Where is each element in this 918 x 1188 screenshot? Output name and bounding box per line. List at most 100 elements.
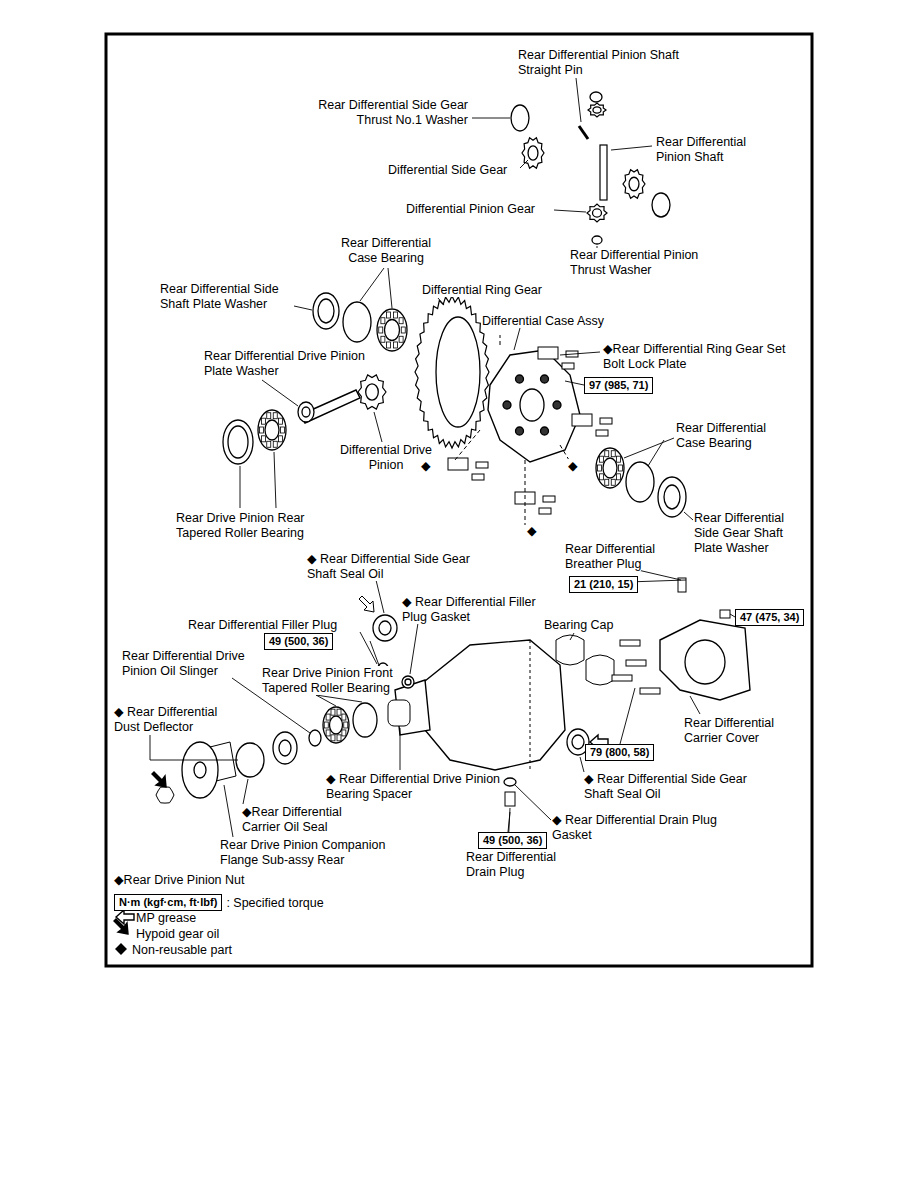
bolt-lock-plate xyxy=(538,347,558,359)
label-text: ◆ Rear Differential Filler Plug Gasket xyxy=(402,595,536,624)
leader-line xyxy=(262,380,298,406)
torque-box: 49 (500, 36) xyxy=(478,832,547,849)
label-text: Bearing Cap xyxy=(544,618,614,632)
seal-bore xyxy=(572,735,584,749)
torque-box: 79 (800, 58) xyxy=(585,744,654,761)
part-label: ◆ Rear Differential Side Gear Shaft Seal… xyxy=(584,772,762,802)
rear-tapered-roller-bearing-roller xyxy=(281,427,285,433)
leader-line xyxy=(624,438,674,458)
leader-line xyxy=(560,352,600,355)
label-text: Rear Differential Case Bearing xyxy=(676,421,766,450)
label-text: ◆Rear Differential Ring Gear Set Bolt Lo… xyxy=(603,342,785,371)
seal-bore xyxy=(279,740,291,756)
label-text: Rear Differential Pinion Shaft Straight … xyxy=(518,48,679,77)
gasket-bore xyxy=(405,679,411,685)
non-reusable-mark: ◆ xyxy=(568,459,582,474)
case-bearing-roller xyxy=(605,479,609,485)
label-text: Rear Differential Pinion Thrust Washer xyxy=(570,248,698,277)
leader-line xyxy=(374,412,382,442)
frame-border xyxy=(106,34,812,966)
rear-tapered-roller-bearing-roller xyxy=(260,427,264,433)
torque-value: 49 (500, 36) xyxy=(269,635,328,647)
leader-line xyxy=(520,160,528,168)
label-text: ◆ Rear Differential Side Gear Shaft Seal… xyxy=(307,552,470,581)
side-gear-hub xyxy=(528,146,538,160)
case-bearing-roller xyxy=(393,342,397,348)
part-label: Rear Differential Side Shaft Plate Washe… xyxy=(160,282,296,312)
leader-line xyxy=(243,779,248,804)
label-text: Rear Drive Pinion Front Tapered Roller B… xyxy=(262,666,393,695)
torque-value: 21 (210, 15) xyxy=(574,578,633,590)
front-tapered-roller-bearing-bore xyxy=(330,716,343,734)
bolt-lock-plate xyxy=(572,414,592,426)
pinion-gear-small-hub xyxy=(593,107,601,113)
dust-deflector xyxy=(236,743,264,777)
ring-gear-bolt xyxy=(596,430,608,436)
front-tapered-roller-bearing-roller xyxy=(331,735,335,741)
part-label: Rear Differential Drain Plug xyxy=(466,850,578,880)
legend-text: MP grease xyxy=(136,911,196,925)
part-label: ◆Rear Differential Carrier Oil Seal xyxy=(242,805,367,835)
case-bearing-bore xyxy=(603,458,617,478)
case-bearing-roller xyxy=(616,474,620,480)
ring-gear-bolt xyxy=(539,508,551,514)
torque-box: 97 (985, 71) xyxy=(584,377,653,394)
side-gear-shaft-plate-washer xyxy=(658,477,686,517)
cover-ribs xyxy=(685,640,725,684)
legend-text: Non-reusable part xyxy=(132,943,232,957)
bearing-cup xyxy=(626,462,654,502)
legend-text: : Specified torque xyxy=(226,896,323,910)
part-label: Differential Pinion Gear xyxy=(406,202,561,217)
non-reusable-mark: ◆ xyxy=(527,524,541,539)
leader-line xyxy=(554,210,586,212)
legend-entry: : Specified torque xyxy=(226,896,323,911)
label-text: Rear Differential Drive Pinion Plate Was… xyxy=(204,349,365,378)
pinion-shaft xyxy=(600,145,607,200)
leader-line xyxy=(580,757,584,772)
side-gear-thrust-washer xyxy=(652,193,670,217)
thrust-washer xyxy=(590,92,602,102)
case-bearing-roller xyxy=(619,465,623,471)
rear-tapered-roller-bearing-bore xyxy=(265,420,279,440)
bearing-cup xyxy=(343,302,371,342)
case-bearing-roller xyxy=(605,451,609,457)
differential-carrier xyxy=(420,640,565,770)
legend-entry: Non-reusable part xyxy=(132,943,232,958)
label-text: ◆ xyxy=(568,459,578,473)
part-label: Rear Drive Pinion Companion Flange Sub-a… xyxy=(220,838,410,868)
case-bolt-hole xyxy=(516,427,524,435)
label-text: Rear Differential Drive Pinion Oil Sling… xyxy=(122,649,245,678)
non-reusable-mark: ◆ xyxy=(421,459,435,474)
case-bearing-roller xyxy=(399,336,403,342)
case-bearing-roller xyxy=(381,336,385,342)
assembly-guide-line xyxy=(530,640,531,770)
case-bearing-bore xyxy=(385,320,400,341)
torque-value: 49 (500, 36) xyxy=(483,834,542,846)
ring-gear-bolt xyxy=(543,496,555,502)
assembly-guide-line xyxy=(455,335,575,525)
legend-entry: Hypoid gear oil xyxy=(136,927,219,942)
drive-pinion-gear-hub xyxy=(366,384,379,400)
legend-entry: MP grease xyxy=(136,911,196,926)
rear-tapered-roller-bearing-roller xyxy=(262,418,266,424)
label-text: ◆ Rear Differential Drive Pinion Bearing… xyxy=(326,772,500,801)
leader-line xyxy=(690,696,700,714)
leader-line xyxy=(274,452,276,508)
part-label: Rear Differential Side Gear Thrust No.1 … xyxy=(296,98,468,128)
leader-line xyxy=(514,784,551,820)
drive-pinion-gear xyxy=(358,375,386,409)
washer-bore xyxy=(318,299,334,323)
label-text: Differential Pinion Gear xyxy=(406,202,535,216)
part-label: Rear Differential Drive Pinion Oil Sling… xyxy=(122,649,274,679)
label-text: Rear Differential Carrier Cover xyxy=(684,716,774,745)
leader-line xyxy=(240,466,241,508)
leader-line xyxy=(316,695,362,702)
case-bolt-hole xyxy=(503,401,511,409)
case-bearing-roller xyxy=(379,327,383,333)
part-label: Differential Case Assy xyxy=(482,314,632,329)
part-label: Rear Differential Pinion Shaft Straight … xyxy=(518,48,683,78)
case-bearing-roller xyxy=(387,312,391,318)
pinion-thrust-washer xyxy=(592,236,602,244)
drive-pinion-plate-washer xyxy=(298,402,314,422)
part-label: ◆Rear Drive Pinion Nut xyxy=(114,873,286,888)
